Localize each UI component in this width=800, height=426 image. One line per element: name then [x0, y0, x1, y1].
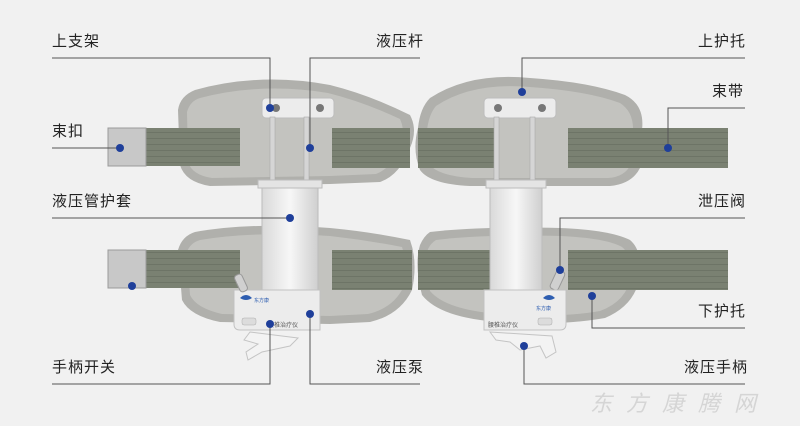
dot-handle-switch — [266, 320, 274, 328]
left-upper-strap-right — [332, 128, 410, 168]
label-tube-cover: 液压管护套 — [52, 192, 133, 210]
leader-release-valve — [559, 217, 745, 270]
dot-hydraulic-pump — [306, 310, 314, 318]
left-brace-unit: 腰椎治疗仪 东方康 — [107, 79, 415, 361]
right-rod-1 — [493, 116, 500, 186]
right-upper-strap-left — [418, 128, 494, 168]
left-pump-logo: 东方康 — [254, 297, 269, 304]
dot-upper-bracket — [266, 104, 274, 112]
label-release-valve: 泄压阀 — [698, 192, 747, 210]
right-brace-unit: 腰椎治疗仪 东方康 — [415, 76, 728, 359]
left-lower-strap-right — [332, 250, 412, 290]
dot-lower-support — [588, 292, 596, 300]
watermark: 东方康腾网 — [589, 392, 770, 417]
left-upper-buckle — [107, 127, 147, 167]
leader-hydraulic-handle — [523, 346, 745, 385]
right-upper-bracket — [483, 97, 557, 119]
leader-lines — [52, 57, 745, 385]
leader-lower-support — [591, 296, 745, 329]
leader-hydraulic-rod — [309, 57, 420, 148]
dot-release-valve — [556, 266, 564, 274]
leader-upper-bracket — [52, 57, 271, 108]
label-lower-support: 下护托 — [698, 302, 747, 320]
left-pump-text: 腰椎治疗仪 — [268, 321, 298, 329]
left-upper-strap — [145, 128, 240, 166]
left-upper-bracket — [261, 97, 335, 119]
dot-upper-support — [518, 88, 526, 96]
label-upper-support: 上护托 — [698, 32, 747, 50]
label-strap: 束带 — [712, 82, 745, 100]
right-tube-cover — [489, 182, 543, 292]
dot-tube-cover — [286, 214, 294, 222]
right-lower-strap — [568, 250, 728, 290]
dot-hydraulic-handle — [520, 342, 528, 350]
label-hydraulic-pump: 液压泵 — [376, 358, 425, 376]
callout-dots — [116, 88, 672, 350]
dot-buckle — [116, 144, 124, 152]
leader-handle-switch — [52, 324, 271, 385]
right-pump-logo: 东方康 — [536, 305, 551, 312]
label-buckle: 束扣 — [52, 122, 85, 140]
label-hydraulic-rod: 液压杆 — [376, 32, 425, 50]
label-handle-switch: 手柄开关 — [52, 358, 117, 376]
left-rod-1 — [269, 116, 276, 186]
dot-hydraulic-rod — [306, 144, 314, 152]
left-lower-buckle — [107, 249, 147, 289]
left-hydraulic-handle — [243, 331, 300, 361]
right-pump-text: 腰椎治疗仪 — [488, 321, 518, 329]
right-upper-strap — [568, 128, 728, 168]
dot-strap — [664, 144, 672, 152]
left-lower-strap — [145, 250, 240, 288]
dot-buckle-lower — [128, 282, 136, 290]
right-lower-strap-left — [418, 250, 494, 290]
leader-upper-support — [521, 57, 745, 92]
right-rod-2 — [529, 116, 536, 186]
leader-strap — [667, 107, 745, 148]
label-hydraulic-handle: 液压手柄 — [684, 358, 749, 376]
left-tube-cover — [261, 182, 319, 292]
leader-hydraulic-pump — [309, 314, 420, 385]
label-upper-bracket: 上支架 — [52, 32, 101, 50]
